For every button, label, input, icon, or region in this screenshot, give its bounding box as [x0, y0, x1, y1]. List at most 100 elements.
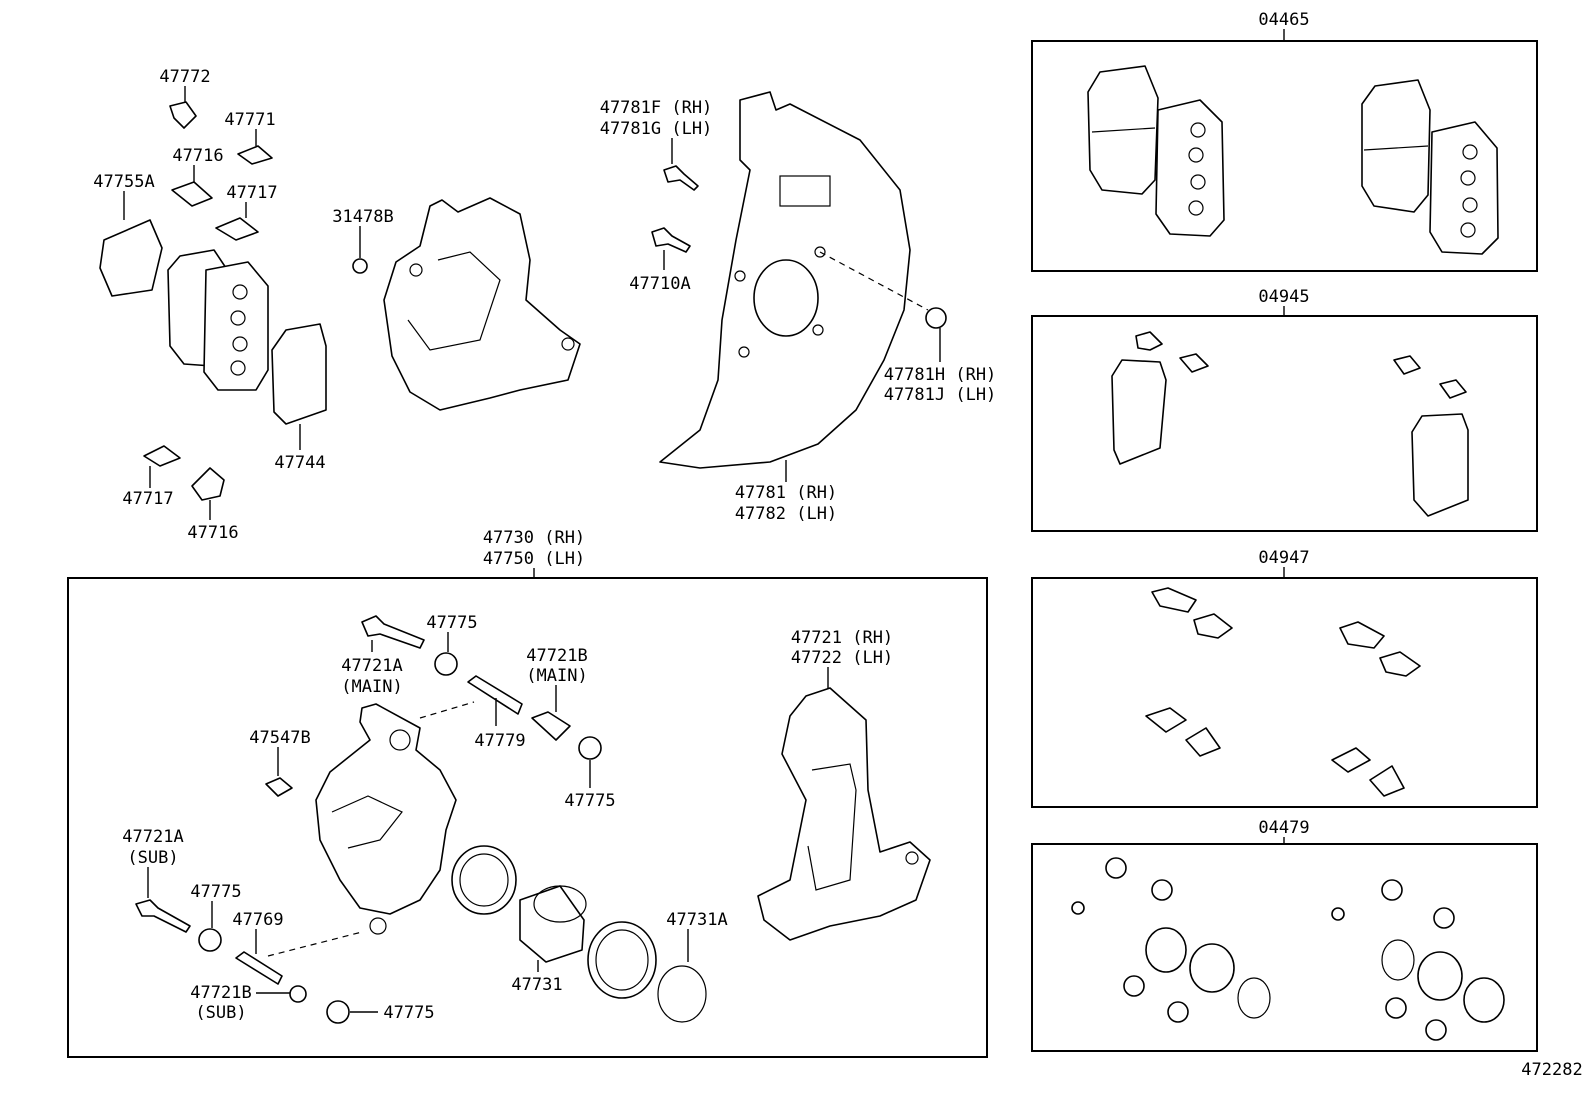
part-47721A-main[interactable]: 47721A (MAIN)	[341, 615, 425, 697]
svg-text:47722 (LH): 47722 (LH)	[791, 648, 893, 668]
svg-text:47721A: 47721A	[122, 827, 183, 847]
svg-text:47781F (RH): 47781F (RH)	[600, 98, 713, 118]
kit-code: 04465	[1258, 10, 1309, 30]
part-47721B-sub[interactable]: 47721B (SUB)	[190, 983, 307, 1023]
part-47717-bot[interactable]: 47717	[122, 445, 181, 509]
svg-text:(MAIN): (MAIN)	[526, 666, 587, 686]
kit-04465[interactable]: 04465	[1031, 10, 1538, 272]
part-47721B-main[interactable]: 47721B (MAIN)	[526, 646, 588, 741]
part-47755A[interactable]: 47755A	[93, 172, 163, 297]
brake-pad-set-right	[1361, 79, 1499, 255]
svg-text:(MAIN): (MAIN)	[341, 677, 402, 697]
brake-pads-assembly[interactable]	[167, 249, 269, 391]
part-47775-b[interactable]: 47775	[564, 736, 616, 811]
svg-text:47750 (LH): 47750 (LH)	[483, 549, 585, 569]
clip-icon	[1393, 355, 1421, 375]
caliper-assembly-47730-47750[interactable]: 47730 (RH) 47750 (LH)	[67, 528, 988, 1058]
part-47781-47782[interactable]: 47781 (RH) 47782 (LH)	[735, 460, 837, 524]
part-47769[interactable]: 47769	[232, 910, 284, 985]
svg-text:47772: 47772	[159, 67, 210, 87]
bushing-icon	[1433, 907, 1455, 929]
clip-icon	[1339, 621, 1385, 649]
svg-text:47775: 47775	[426, 613, 477, 633]
caliper-body	[315, 703, 457, 935]
kit-04945[interactable]: 04945	[1031, 287, 1538, 532]
svg-text:47781H (RH): 47781H (RH)	[884, 365, 997, 385]
seal-icon	[1189, 943, 1235, 993]
dust-shield	[659, 91, 911, 469]
part-47775-d[interactable]: 47775	[326, 1000, 435, 1024]
bushing-icon	[1331, 907, 1345, 921]
svg-text:(SUB): (SUB)	[195, 1003, 246, 1023]
kit-code: 04945	[1258, 287, 1309, 307]
part-47716-bot[interactable]: 47716	[187, 467, 239, 543]
svg-text:47721B: 47721B	[190, 983, 251, 1003]
svg-text:47717: 47717	[122, 489, 173, 509]
shim-icon	[1111, 359, 1167, 465]
svg-text:47781 (RH): 47781 (RH)	[735, 483, 837, 503]
part-47710A[interactable]: 47710A	[629, 227, 691, 294]
dust-boot	[587, 921, 657, 999]
part-47781H-J[interactable]: 47781H (RH) 47781J (LH)	[884, 307, 997, 405]
part-47772[interactable]: 47772	[159, 67, 211, 129]
svg-text:(SUB): (SUB)	[127, 848, 178, 868]
svg-text:47716: 47716	[172, 146, 223, 166]
part-47781F-G[interactable]: 47781F (RH) 47781G (LH)	[600, 98, 713, 191]
diagram-number: 472282	[1521, 1060, 1582, 1080]
clip-icon	[1379, 651, 1421, 677]
svg-text:47710A: 47710A	[629, 274, 690, 294]
part-47721-47722[interactable]: 47721 (RH) 47722 (LH)	[757, 628, 931, 941]
clip-icon	[1331, 747, 1371, 773]
part-47716-top[interactable]: 47716	[171, 146, 224, 207]
svg-text:47782 (LH): 47782 (LH)	[735, 504, 837, 524]
kit-04479[interactable]: 04479	[1031, 818, 1538, 1052]
svg-text:47744: 47744	[274, 453, 325, 473]
caliper-sketch	[383, 197, 581, 411]
seal-icon	[1463, 977, 1505, 1023]
ring-icon	[1237, 977, 1271, 1019]
svg-text:47547B: 47547B	[249, 728, 310, 748]
svg-text:47775: 47775	[564, 791, 615, 811]
part-47775-c[interactable]: 47775	[190, 882, 242, 952]
svg-text:47775: 47775	[383, 1003, 434, 1023]
svg-text:47721 (RH): 47721 (RH)	[791, 628, 893, 648]
part-31478B[interactable]: 31478B	[332, 207, 394, 274]
bushing-icon	[1071, 901, 1085, 915]
part-47721A-sub[interactable]: 47721A (SUB)	[122, 827, 191, 933]
clip-icon	[1135, 331, 1163, 351]
part-47779[interactable]: 47779	[467, 675, 526, 751]
clip-icon	[1439, 379, 1467, 399]
part-47771[interactable]: 47771	[224, 110, 276, 165]
bushing-icon	[1385, 997, 1407, 1019]
clip-icon	[1151, 587, 1197, 613]
part-47547B[interactable]: 47547B	[249, 728, 311, 797]
svg-text:47755A: 47755A	[93, 172, 154, 192]
svg-text:47771: 47771	[224, 110, 275, 130]
seal-icon	[1417, 951, 1463, 1001]
svg-text:47779: 47779	[474, 731, 525, 751]
clip-icon	[1179, 353, 1209, 373]
part-47717-top[interactable]: 47717	[215, 183, 278, 241]
ring-icon	[1381, 939, 1415, 981]
shim-icon	[1411, 413, 1469, 517]
seal-icon	[1145, 927, 1187, 973]
bushing-icon	[1381, 879, 1403, 901]
bushing-icon	[1105, 857, 1127, 879]
part-47731A[interactable]: 47731A	[657, 910, 728, 1023]
svg-text:47716: 47716	[187, 523, 238, 543]
svg-text:47775: 47775	[190, 882, 241, 902]
bushing-icon	[1123, 975, 1145, 997]
svg-text:47721A: 47721A	[341, 656, 402, 676]
kit-code: 04947	[1258, 548, 1309, 568]
svg-text:47717: 47717	[226, 183, 277, 203]
bushing-icon	[1425, 1019, 1447, 1041]
part-47731[interactable]: 47731	[511, 885, 587, 995]
part-47744[interactable]: 47744	[271, 323, 327, 473]
part-47775-a[interactable]: 47775	[426, 613, 478, 676]
kit-code: 04479	[1258, 818, 1309, 838]
kit-04947[interactable]: 04947	[1031, 548, 1538, 808]
piston-seal	[451, 845, 517, 915]
svg-text:47730 (RH): 47730 (RH)	[483, 528, 585, 548]
svg-text:47781J (LH): 47781J (LH)	[884, 385, 997, 405]
